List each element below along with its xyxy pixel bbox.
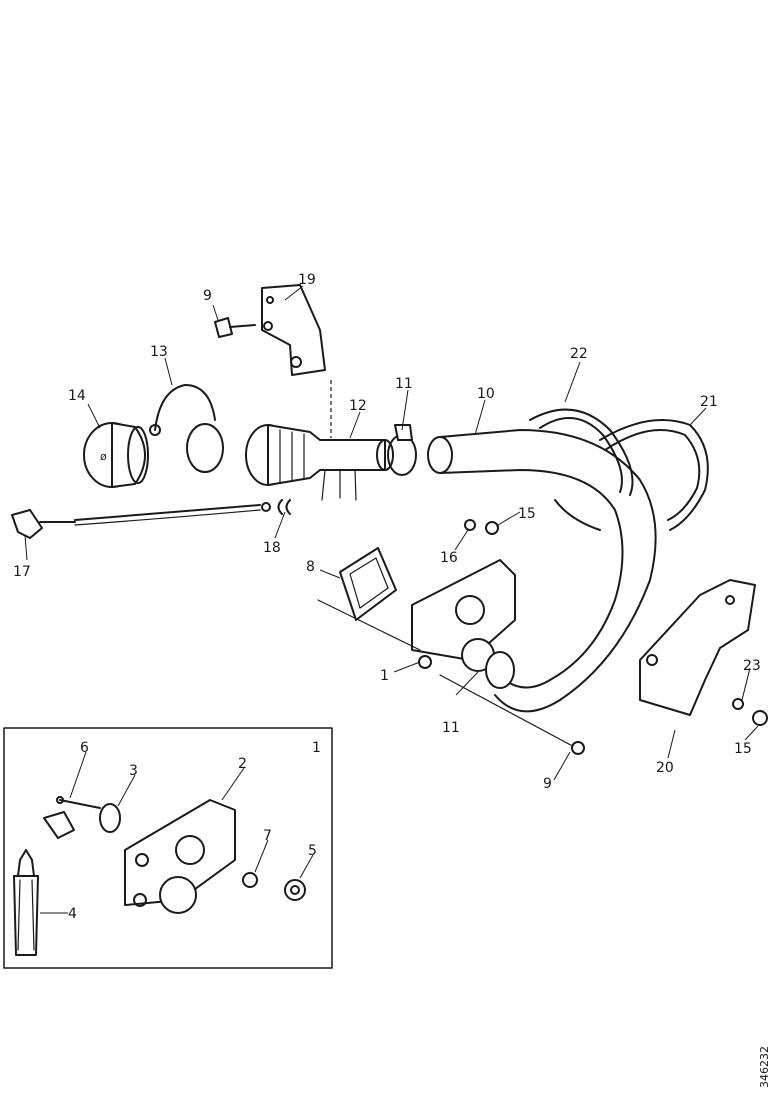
hose-clamp-top [387, 424, 417, 476]
inset-callout-3: 3 [129, 763, 138, 779]
filler-hose [427, 429, 657, 713]
flange-assembly [317, 559, 581, 751]
retaining-strap [149, 384, 224, 473]
inset-callout-4: 4 [68, 906, 77, 922]
filler-neck [245, 380, 394, 501]
inset-number: 1 [312, 740, 321, 756]
callout-13: 13 [150, 344, 168, 360]
filler-cap: ø [83, 422, 149, 488]
vent-hose [11, 499, 291, 539]
inset-flange [124, 799, 236, 914]
callout-9-bottom: 9 [543, 776, 552, 792]
callout-11-top: 11 [395, 376, 413, 392]
callout-1-main: 1 [380, 668, 389, 684]
callout-23: 23 [743, 658, 761, 674]
bolt-top [214, 317, 256, 338]
sealant-tube [13, 849, 39, 956]
gasket [339, 547, 397, 621]
callout-14: 14 [68, 388, 86, 404]
svg-text:ø: ø [100, 450, 107, 463]
leader-lines [24, 285, 759, 781]
inset-callout-5: 5 [308, 843, 317, 859]
inset-fitting [43, 796, 121, 839]
mounting-bracket [261, 284, 326, 376]
callout-16: 16 [440, 550, 458, 566]
inset-callout-7: 7 [263, 828, 272, 844]
callout-19: 19 [298, 272, 316, 288]
callout-12: 12 [349, 398, 367, 414]
small-fasteners [464, 519, 768, 755]
inset-fasteners [242, 872, 306, 901]
callout-20: 20 [656, 760, 674, 776]
tank-strap-22 [529, 408, 634, 531]
callout-15-right: 15 [734, 741, 752, 757]
inset-callout-2: 2 [238, 756, 247, 772]
inset-detail: 1 [3, 727, 333, 969]
callout-10: 10 [477, 386, 495, 402]
inset-callout-6: 6 [80, 740, 89, 756]
callouts: 9 19 13 14 12 11 10 22 21 17 18 16 15 8 … [13, 272, 761, 792]
callout-18: 18 [263, 540, 281, 556]
callout-21: 21 [700, 394, 718, 410]
callout-9-top: 9 [203, 288, 212, 304]
callout-11-bottom: 11 [442, 720, 460, 736]
bracket-20 [639, 579, 756, 716]
callout-22: 22 [570, 346, 588, 362]
callout-17: 17 [13, 564, 31, 580]
callout-8: 8 [306, 559, 315, 575]
reference-code: 346232 [758, 1046, 771, 1088]
tank-strap-21 [599, 419, 709, 531]
callout-15-mid: 15 [518, 506, 536, 522]
